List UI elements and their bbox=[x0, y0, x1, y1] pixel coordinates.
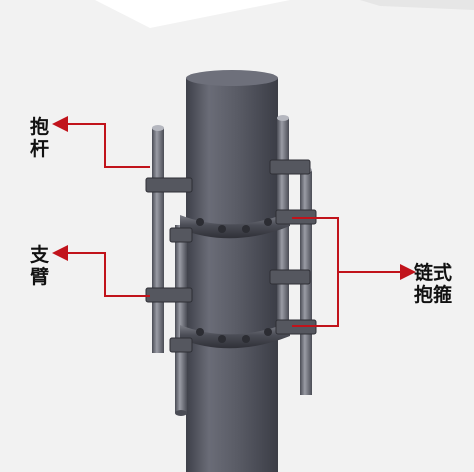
label-zhibi: 支 臂 bbox=[30, 244, 49, 288]
upper-chain-clamp bbox=[180, 212, 290, 239]
label-baogan-line1: 抱 bbox=[30, 116, 50, 138]
background-shard bbox=[95, 0, 290, 28]
left-rod bbox=[152, 125, 164, 353]
label-baogan-line2: 杆 bbox=[30, 138, 50, 160]
callout-baogan-arrow bbox=[52, 116, 150, 168]
main-pole bbox=[186, 70, 278, 472]
callout-zhibi-arrow bbox=[52, 245, 150, 297]
label-lianshi-line1: 链式 bbox=[414, 262, 453, 284]
left-inner-rod bbox=[175, 225, 187, 416]
callout-arrows bbox=[52, 116, 416, 327]
support-arm-bracket bbox=[145, 159, 317, 353]
label-baogan: 抱 杆 bbox=[30, 116, 49, 160]
background-shard bbox=[360, 0, 474, 10]
label-zhibi-line2: 臂 bbox=[30, 266, 50, 288]
label-lianshi-line2: 抱箍 bbox=[414, 284, 453, 306]
label-zhibi-line1: 支 bbox=[30, 244, 50, 266]
lower-chain-clamp bbox=[180, 322, 290, 349]
label-lianshi-baogu: 链式 抱箍 bbox=[414, 262, 452, 306]
